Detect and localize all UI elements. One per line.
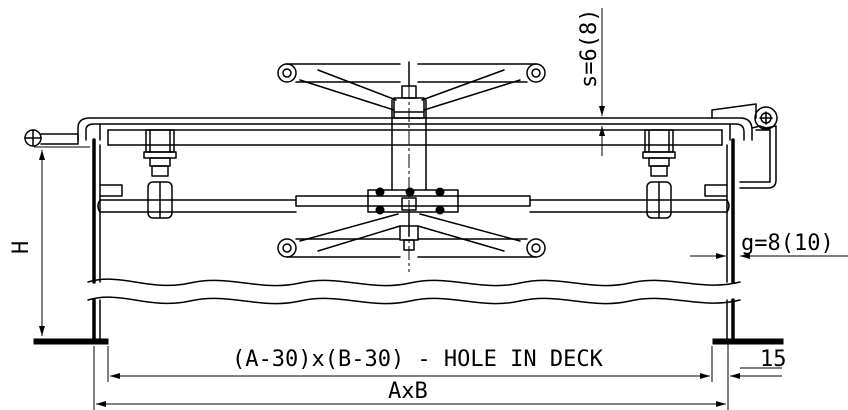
- cover-plate: [77, 117, 753, 146]
- hinge: [711, 103, 778, 189]
- dimension-plate-thickness: [592, 8, 612, 156]
- hole-in-deck-label: (A-30)x(B-30) - HOLE IN DECK: [232, 347, 604, 372]
- plate-thickness-label: s=6(8): [577, 9, 602, 88]
- coaming-walls: [33, 138, 784, 345]
- lower-handwheel: [277, 213, 546, 258]
- dimension-hole: [107, 344, 782, 410]
- left-handle: [24, 129, 79, 147]
- height-label: H: [9, 241, 34, 254]
- offset-label: 15: [760, 347, 787, 372]
- dimension-height: [34, 146, 90, 336]
- right-cleat: [529, 129, 730, 219]
- dimension-overall: [93, 346, 726, 410]
- upper-handwheel: [277, 63, 546, 111]
- left-cleat: [97, 129, 297, 219]
- overall-size-label: AxB: [388, 379, 428, 404]
- wall-thickness-label: g=8(10): [741, 231, 834, 256]
- central-spindle: [295, 61, 531, 272]
